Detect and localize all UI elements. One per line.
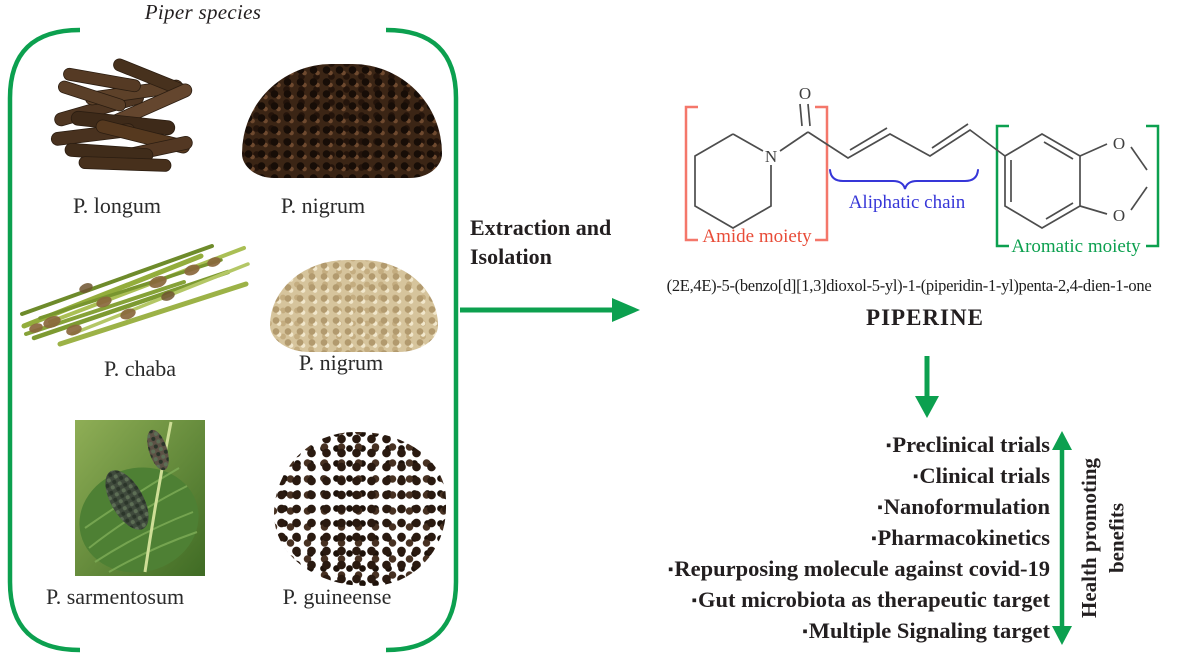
benefits-double-arrow (1052, 431, 1072, 645)
list-item: ▪Repurposing molecule against covid-19 (600, 554, 1050, 585)
carbonyl-o-label: O (799, 84, 811, 103)
p-sarmentosum-label: P. sarmentosum (45, 584, 185, 609)
square-bullet-icon: ▪ (877, 500, 883, 516)
benefit-label: Nanoformulation (883, 494, 1050, 519)
p-longum-label: P. longum (72, 193, 162, 218)
carbonyl-group (779, 103, 811, 152)
compound-name: PIPERINE (866, 305, 984, 330)
aliphatic-chain-bonds (807, 123, 1006, 159)
list-item: ▪Pharmacokinetics (600, 523, 1050, 554)
extraction-arrow (460, 298, 640, 322)
aromatic-moiety-label: Aromatic moiety (1011, 236, 1141, 257)
p-chaba-label: P. chaba (103, 356, 177, 381)
p-guineense-image (274, 432, 446, 586)
p-longum-image (50, 58, 193, 172)
amide-bracket (684, 105, 829, 242)
amide-moiety-label: Amide moiety (702, 226, 812, 247)
iupac-name: (2E,4E)-5-(benzo[d][1,3]dioxol-5-yl)-1-(… (666, 276, 1152, 295)
aliphatic-chain-brace (829, 169, 979, 190)
p-nigrum-black-label: P. nigrum (280, 193, 366, 218)
piperine-structure: N O O O Amide moiety Aliphatic chain Aro… (684, 84, 1160, 257)
extraction-isolation-label: Extraction and Isolation (470, 215, 612, 269)
p-nigrum-white-image (270, 260, 438, 352)
species-panel-border (7, 27, 459, 653)
p-sarmentosum-image (75, 420, 205, 576)
panel-title: Piper species (144, 0, 262, 24)
aromatic-bracket (995, 124, 1160, 248)
square-bullet-icon: ▪ (913, 469, 919, 485)
square-bullet-icon: ▪ (668, 562, 674, 578)
benefit-label: Preclinical trials (892, 432, 1050, 457)
n-atom-label: N (765, 147, 777, 166)
piperidine-ring (694, 133, 772, 229)
square-bullet-icon: ▪ (886, 438, 892, 454)
dioxole-o-bottom-label: O (1113, 206, 1125, 225)
p-nigrum-white-label: P. nigrum (298, 350, 384, 375)
square-bullet-icon: ▪ (802, 624, 808, 640)
benefit-label: Pharmacokinetics (877, 525, 1050, 550)
benefit-label: Multiple Signaling target (808, 618, 1050, 643)
p-guineense-label: P. guineense (282, 584, 392, 609)
panel-border-right (385, 27, 459, 653)
list-item: ▪Preclinical trials (600, 430, 1050, 461)
panel-border-left (7, 27, 81, 653)
list-item: ▪Nanoformulation (600, 492, 1050, 523)
list-item: ▪Clinical trials (600, 461, 1050, 492)
p-chaba-image (20, 244, 250, 347)
dioxole-o-top-label: O (1113, 134, 1125, 153)
benefits-list: ▪Preclinical trials ▪Clinical trials ▪Na… (600, 430, 1050, 647)
benzene-ring (1004, 133, 1081, 229)
list-item: ▪Gut microbiota as therapeutic target (600, 585, 1050, 616)
benefit-label: Gut microbiota as therapeutic target (697, 587, 1050, 612)
list-item: ▪Multiple Signaling target (600, 616, 1050, 647)
health-promoting-benefits-label: Health promoting benefits (1077, 457, 1129, 619)
dioxole-ring (1079, 143, 1148, 215)
down-arrow (915, 356, 939, 418)
aliphatic-chain-label: Aliphatic chain (849, 192, 966, 213)
benefit-label: Repurposing molecule against covid-19 (674, 556, 1050, 581)
square-bullet-icon: ▪ (691, 593, 697, 609)
benefit-label: Clinical trials (919, 463, 1050, 488)
p-nigrum-black-image (242, 64, 442, 178)
square-bullet-icon: ▪ (871, 531, 877, 547)
